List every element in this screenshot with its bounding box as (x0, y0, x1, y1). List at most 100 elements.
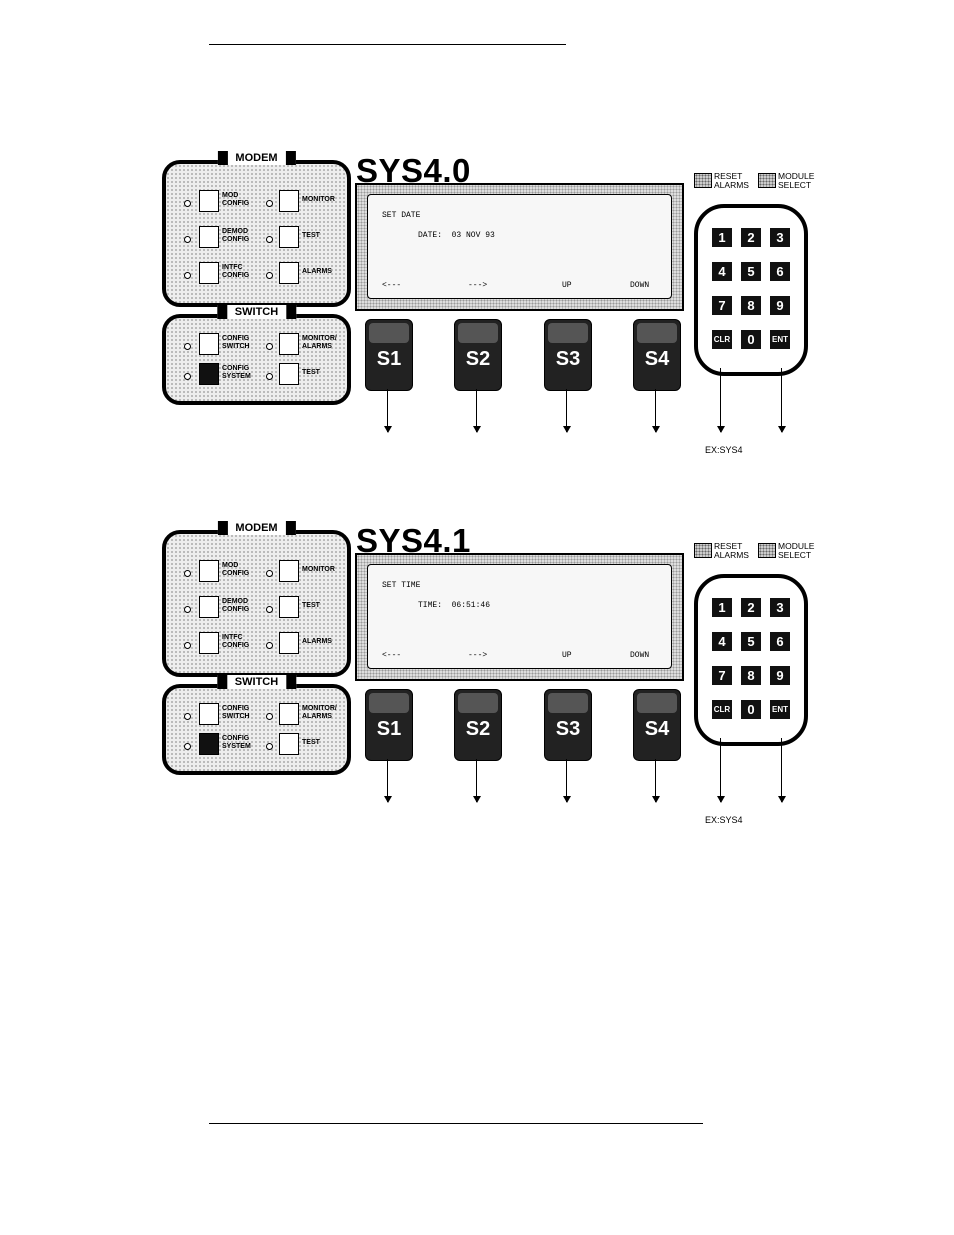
monitor-alarms-led (266, 343, 273, 350)
intfc-config-label: INTFC CONFIG (222, 264, 250, 279)
keypad-8[interactable]: 8 (741, 666, 761, 685)
keypad-ent[interactable]: ENT (770, 700, 790, 719)
keypad-3[interactable]: 3 (770, 598, 790, 617)
softkey-s2[interactable]: S2 (454, 319, 502, 391)
modem-group: MODEM MOD CONFIG MONITOR DEMOD CONFIG TE… (162, 521, 351, 677)
keypad-0[interactable]: 0 (741, 700, 761, 719)
softkey-s3[interactable]: S3 (544, 319, 592, 391)
keypad-4[interactable]: 4 (712, 262, 732, 281)
config-system-key[interactable] (199, 363, 219, 385)
keypad-1[interactable]: 1 (712, 228, 732, 247)
mod-config-label: MOD CONFIG (222, 562, 250, 577)
alarms-led (266, 642, 273, 649)
module-select-text: MODULE SELECT (778, 171, 815, 190)
top-rule (209, 44, 566, 45)
switch-test-key[interactable] (279, 363, 299, 385)
keypad-clr[interactable]: CLR (712, 700, 732, 719)
s2-arrow (472, 759, 481, 803)
lcd-line-1: SET DATE (382, 211, 421, 220)
keypad-8[interactable]: 8 (741, 296, 761, 315)
keypad-clr[interactable]: CLR (712, 330, 732, 349)
numeric-keypad: 1 2 3 4 5 6 7 8 9 CLR 0 ENT (694, 574, 808, 746)
ent-arrow (777, 738, 786, 803)
demod-config-label: DEMOD CONFIG (222, 228, 250, 243)
switch-test-label: TEST (302, 739, 320, 746)
test-label: TEST (302, 602, 320, 609)
lcd-soft-label-4: DOWN (630, 281, 650, 290)
reset-alarms-text: RESET ALARMS (714, 541, 749, 560)
alarms-key[interactable] (279, 632, 299, 654)
keypad-6[interactable]: 6 (770, 632, 790, 651)
keypad-9[interactable]: 9 (770, 666, 790, 685)
mod-config-led (184, 570, 191, 577)
lcd-screen: SET DATE DATE: 03 NOV 93 <--- ---> UP DO… (367, 194, 672, 299)
test-key[interactable] (279, 226, 299, 248)
switch-test-key[interactable] (279, 733, 299, 755)
lcd-soft-label-1: <--- (382, 281, 402, 290)
softkey-s3[interactable]: S3 (544, 689, 592, 761)
monitor-key[interactable] (279, 560, 299, 582)
keypad-2[interactable]: 2 (741, 598, 761, 617)
mod-config-key[interactable] (199, 560, 219, 582)
numeric-keypad: 1 2 3 4 5 6 7 8 9 CLR 0 ENT (694, 204, 808, 376)
monitor-key[interactable] (279, 190, 299, 212)
demod-config-led (184, 236, 191, 243)
softkey-s4[interactable]: S4 (633, 319, 681, 391)
softkey-s1[interactable]: S1 (365, 319, 413, 391)
keypad-7[interactable]: 7 (712, 666, 732, 685)
keypad-ent[interactable]: ENT (770, 330, 790, 349)
ex-label: EX:SYS4 (705, 445, 743, 455)
test-label: TEST (302, 232, 320, 239)
test-key[interactable] (279, 596, 299, 618)
config-system-led (184, 743, 191, 750)
keypad-9[interactable]: 9 (770, 296, 790, 315)
test-led (266, 606, 273, 613)
config-switch-key[interactable] (199, 333, 219, 355)
keypad-4[interactable]: 4 (712, 632, 732, 651)
lcd-soft-label-4: DOWN (630, 651, 650, 660)
keypad-5[interactable]: 5 (741, 262, 761, 281)
test-led (266, 236, 273, 243)
modem-group-label: MODEM (217, 521, 296, 535)
keypad-5[interactable]: 5 (741, 632, 761, 651)
s4-arrow (651, 759, 660, 803)
alarms-led (266, 272, 273, 279)
intfc-config-led (184, 272, 191, 279)
demod-config-key[interactable] (199, 226, 219, 248)
demod-config-key[interactable] (199, 596, 219, 618)
keypad-3[interactable]: 3 (770, 228, 790, 247)
alarms-key[interactable] (279, 262, 299, 284)
config-switch-key[interactable] (199, 703, 219, 725)
monitor-label: MONITOR (302, 196, 335, 203)
front-panel-diagram: SYS4.1 MODEM MOD CONFIG MONITOR DEMOD CO… (0, 521, 954, 850)
softkey-s4-label: S4 (644, 718, 670, 740)
demod-config-label: DEMOD CONFIG (222, 598, 250, 613)
monitor-alarms-key[interactable] (279, 703, 299, 725)
monitor-alarms-key[interactable] (279, 333, 299, 355)
config-switch-label: CONFIG SWITCH (222, 335, 250, 350)
config-system-label: CONFIG SYSTEM (222, 735, 251, 750)
mod-config-key[interactable] (199, 190, 219, 212)
lcd-soft-label-2: ---> (468, 281, 488, 290)
intfc-config-led (184, 642, 191, 649)
monitor-alarms-label: MONITOR/ ALARMS (302, 705, 337, 720)
keypad-7[interactable]: 7 (712, 296, 732, 315)
lcd-soft-label-3: UP (562, 651, 572, 660)
monitor-label: MONITOR (302, 566, 335, 573)
softkey-s2-label: S2 (465, 718, 491, 740)
softkey-s2[interactable]: S2 (454, 689, 502, 761)
softkey-s4[interactable]: S4 (633, 689, 681, 761)
intfc-config-key[interactable] (199, 262, 219, 284)
keypad-0[interactable]: 0 (741, 330, 761, 349)
demod-config-led (184, 606, 191, 613)
intfc-config-key[interactable] (199, 632, 219, 654)
clr-arrow (716, 738, 725, 803)
reset-alarms-text: RESET ALARMS (714, 171, 749, 190)
keypad-2[interactable]: 2 (741, 228, 761, 247)
keypad-6[interactable]: 6 (770, 262, 790, 281)
switch-group: SWITCH CONFIG SWITCH MONITOR/ ALARMS CON… (162, 675, 351, 775)
switch-test-led (266, 743, 273, 750)
config-system-key[interactable] (199, 733, 219, 755)
softkey-s1[interactable]: S1 (365, 689, 413, 761)
keypad-1[interactable]: 1 (712, 598, 732, 617)
